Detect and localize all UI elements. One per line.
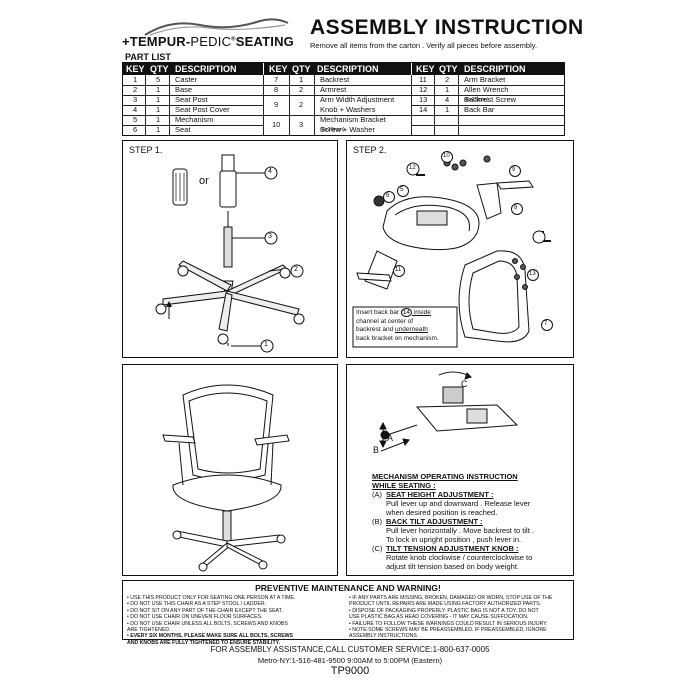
- callout-6: 6: [386, 193, 390, 199]
- backrest-drawing: [458, 250, 530, 343]
- callout-9: 9: [512, 167, 516, 173]
- brand-tempur: TEMPUR: [129, 34, 186, 49]
- callout-circles: [260, 166, 304, 353]
- mechanism-illustration: [379, 371, 519, 452]
- mechanism-subheading: WHILE SEATING :: [372, 481, 436, 490]
- seat-post-cover-drawing: [172, 168, 188, 206]
- mechanism-heading: MECHANISM OPERATING INSTRUCTION: [372, 472, 518, 481]
- or-label: or: [199, 175, 209, 187]
- callout-11: 11: [395, 267, 402, 273]
- back-bar-note: Insert back bar 14 inside channel at cen…: [356, 308, 439, 342]
- label-b: B: [373, 445, 380, 455]
- warnings-right-column: • IF ANY PARTS ARE MISSING, BROKEN, DAMA…: [349, 595, 553, 640]
- mechanism-item-c: (C)TILT TENSION ADJUSTMENT KNOB :: [372, 544, 519, 553]
- callout-2: 2: [294, 266, 298, 273]
- page-title: ASSEMBLY INSTRUCTION: [310, 16, 584, 39]
- step2-illustration: [352, 151, 553, 348]
- callout-13: 13: [529, 271, 536, 277]
- callout-5: 5: [400, 187, 404, 193]
- part-list-label: PART LIST: [125, 52, 171, 62]
- callout-8: 8: [514, 205, 518, 211]
- brand-swoosh-logo: [144, 18, 289, 36]
- callout-4: 4: [268, 168, 272, 175]
- step2-label: STEP 2.: [353, 145, 387, 155]
- mechanism-item-a: (A)SEAT HEIGHT ADJUSTMENT :: [372, 490, 494, 499]
- callout-10: 10: [443, 153, 450, 159]
- callout-1: 1: [264, 341, 268, 348]
- mechanism-item-b: (B)BACK TILT ADJUSTMENT :: [372, 517, 483, 526]
- step1-illustration: [155, 154, 305, 353]
- callout-3: 3: [268, 233, 272, 240]
- metro-ny-line: Metro-NY:1-516-481-9500 9:00AM to 5:00PM…: [257, 656, 443, 665]
- mechanism-panel: C A B: [346, 364, 574, 576]
- caster-drawings: [155, 265, 305, 345]
- parts-header: KEY QTY DESCRIPTION: [123, 63, 263, 75]
- armrest-right-drawing: [476, 180, 534, 220]
- assembled-chair-panel: [122, 364, 338, 576]
- step2-callout-circles: [383, 151, 553, 331]
- base-drawing: [162, 260, 300, 332]
- warnings-box: PREVENTIVE MAINTENANCE AND WARNING! • US…: [122, 580, 574, 646]
- assembled-chair-illustration: [162, 384, 290, 572]
- mechanism-instructions: MECHANISM OPERATING INSTRUCTION WHILE SE…: [372, 472, 582, 571]
- seat-post-drawing: [223, 211, 269, 268]
- callout-12: 12: [409, 165, 416, 171]
- step1-label: STEP 1.: [129, 145, 163, 155]
- label-c: C: [461, 379, 468, 389]
- parts-header: KEY QTY DESCRIPTION: [412, 63, 564, 75]
- model-number: TP9000: [330, 665, 370, 677]
- knob-drawing: [373, 195, 385, 207]
- seat-drawing: [382, 196, 480, 251]
- callout-7: 7: [544, 321, 548, 327]
- step2-panel: STEP 2. 5 6 7 8 9 10 11 12 13 Insert bac…: [346, 140, 574, 358]
- parts-header: KEY QTY DESCRIPTION: [264, 63, 411, 75]
- parts-row-empty: [412, 115, 564, 126]
- brand-seating: SEATING: [235, 34, 294, 49]
- armrest-drawing: [356, 250, 398, 290]
- brand-logo: +TEMPUR-PEDIC®SEATING: [122, 34, 294, 49]
- page-subtitle: Remove all items from the carton . Verif…: [310, 41, 538, 50]
- customer-service-line: FOR ASSEMBLY ASSISTANCE,CALL CUSTOMER SE…: [210, 645, 490, 654]
- warnings-left-column: • USE THIS PRODUCT ONLY FOR SEATING ONE …: [127, 595, 296, 646]
- label-a: A: [387, 433, 394, 443]
- seat-post-cover-alt-drawing: [219, 154, 269, 208]
- step1-panel: STEP 1. or 1 2 3 4: [122, 140, 338, 358]
- warnings-title: PREVENTIVE MAINTENANCE AND WARNING!: [255, 583, 441, 593]
- brand-pedic: PEDIC: [190, 34, 232, 49]
